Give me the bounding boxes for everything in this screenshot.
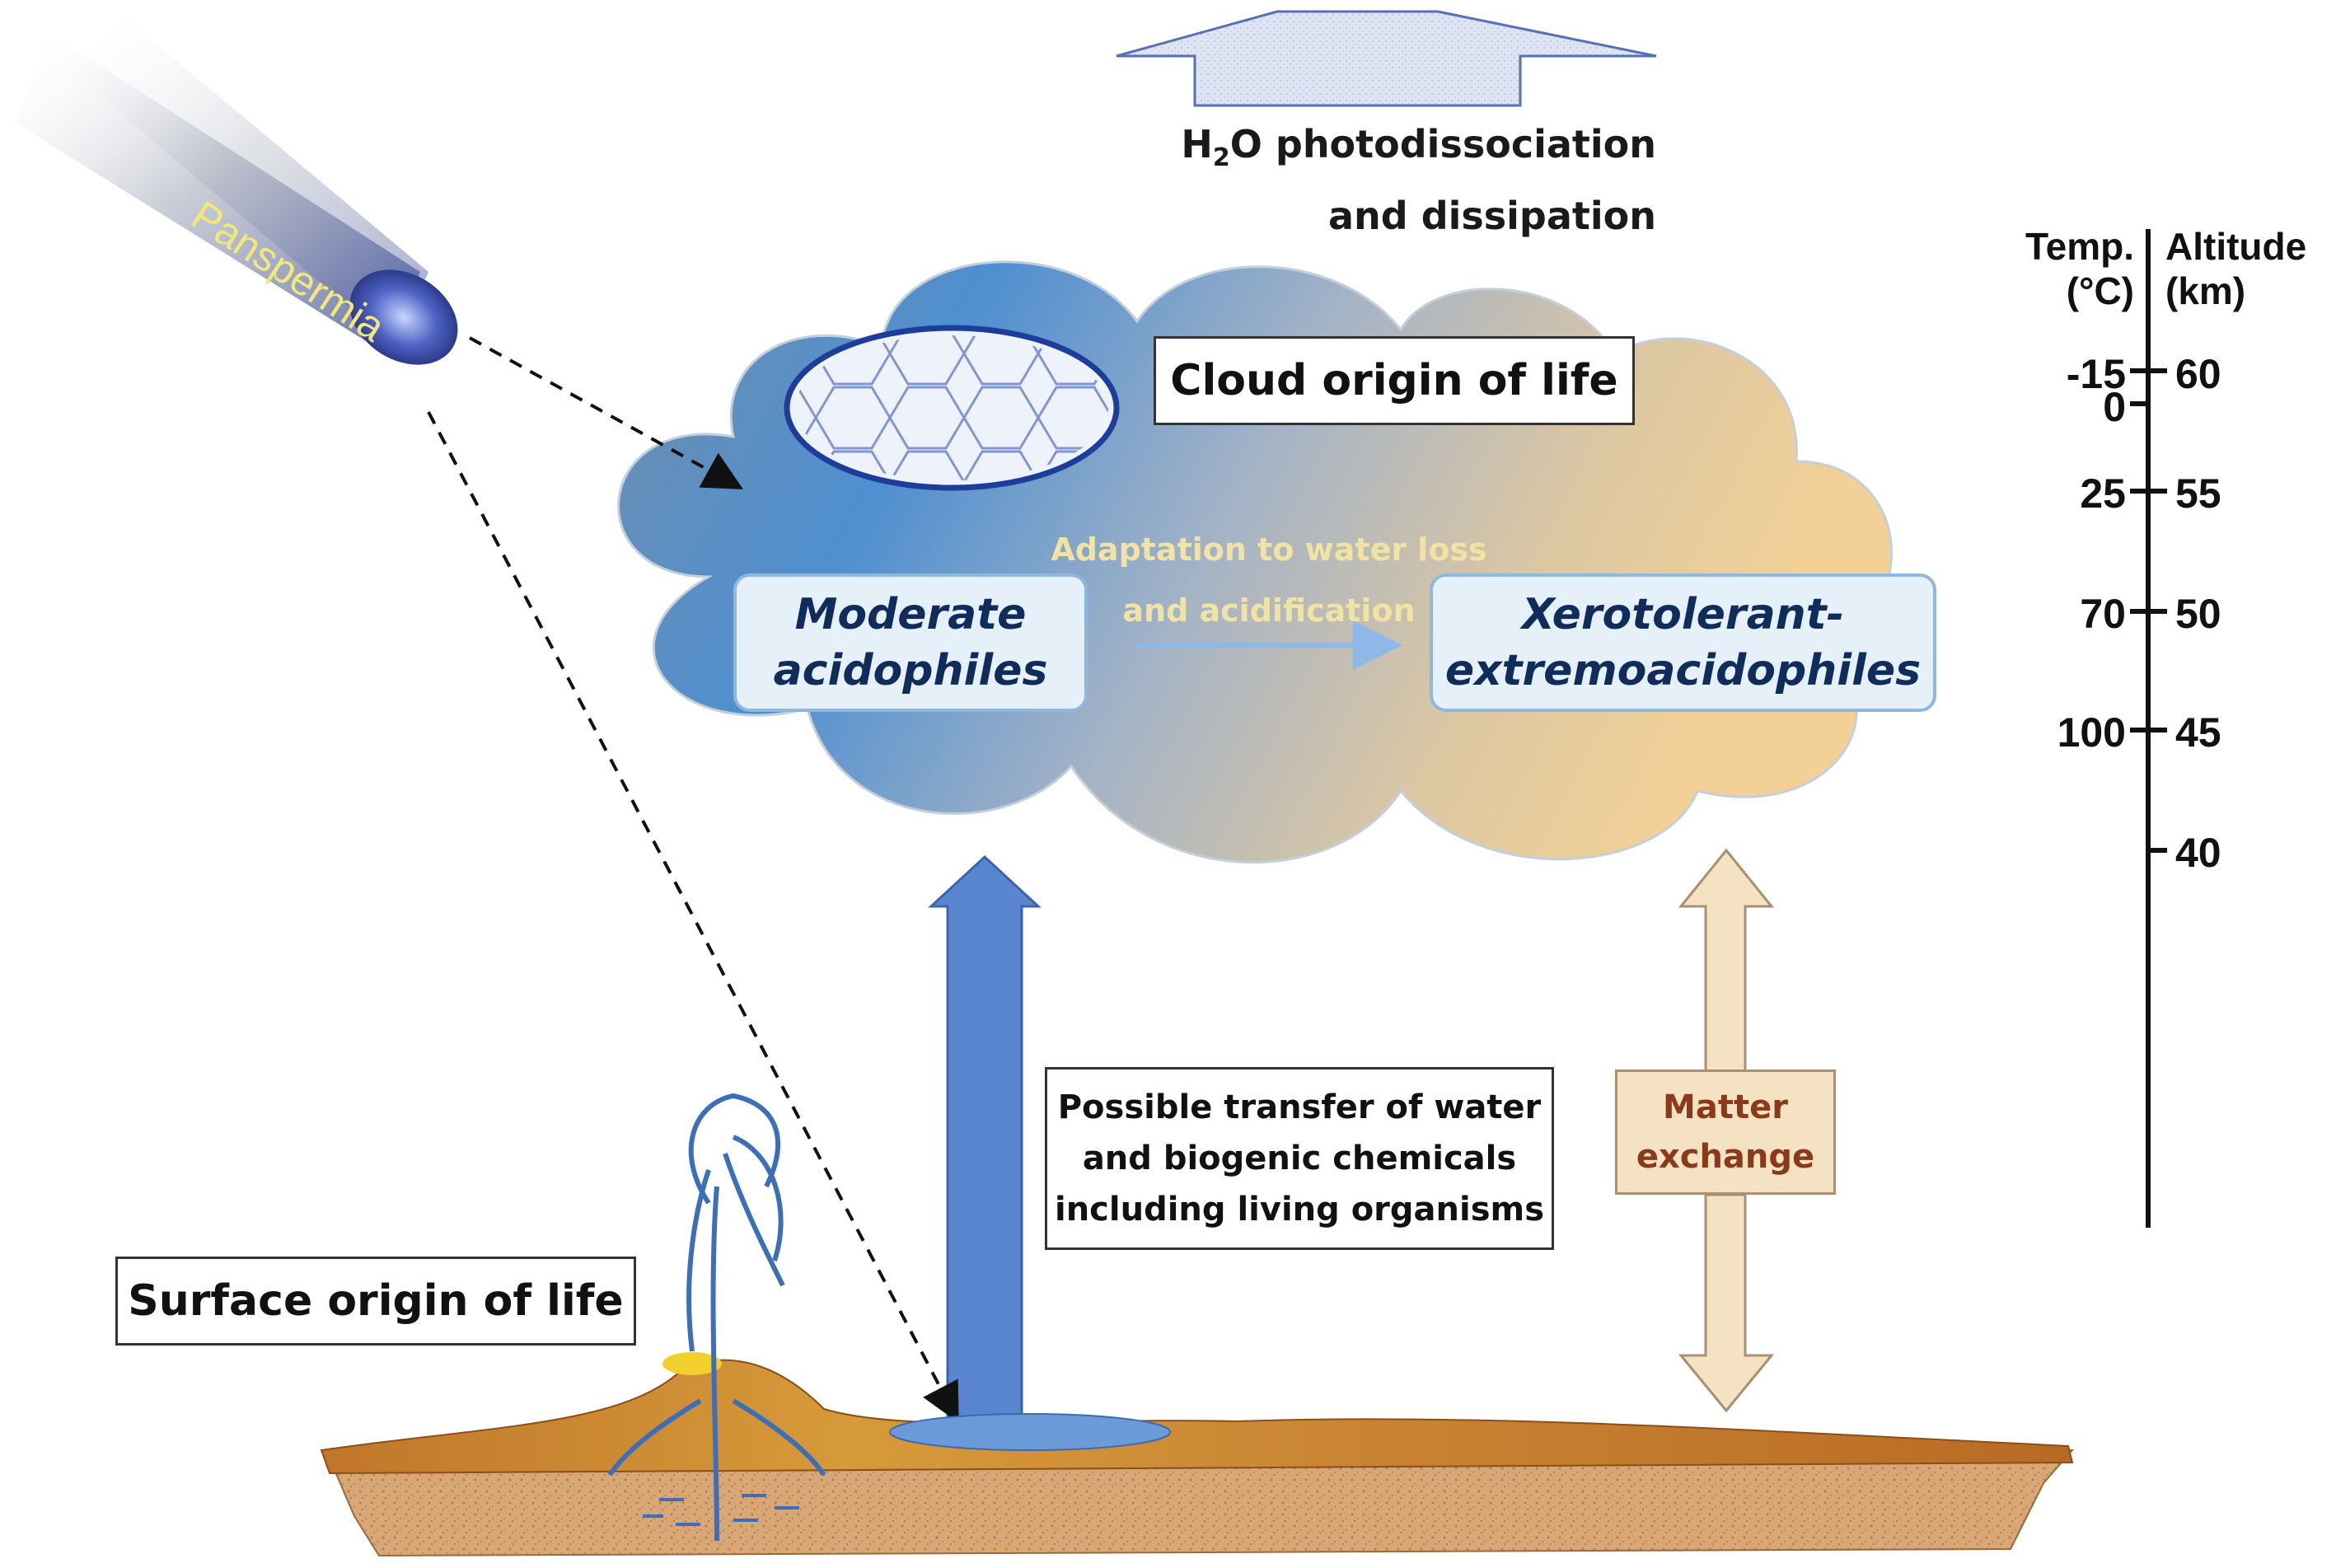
- cloud-origin-title: Cloud origin of life: [1154, 336, 1635, 425]
- altitude-tick-label: 45: [2175, 709, 2221, 756]
- altitude-tick-label: 40: [2175, 830, 2221, 876]
- cell-membrane-illustration: [784, 325, 1120, 491]
- geyser-illustration: [607, 1093, 826, 1542]
- photodissociation-label: H2O photodissociation and dissipation: [1181, 122, 1656, 239]
- groundwater-dashes: [643, 1494, 799, 1526]
- temp-tick-label: 25: [2080, 470, 2126, 517]
- altitude-tick-label: 60: [2175, 351, 2221, 397]
- xerotolerant-box: Xerotolerant-extremoacidophiles: [1430, 573, 1936, 712]
- temp-tick-label: 100: [2057, 709, 2126, 756]
- panspermia-path-to-surface: [427, 411, 959, 1424]
- adaptation-label: Adaptation to water loss and acidificati…: [1051, 531, 1487, 629]
- temp-header: Temp.(°C): [2025, 225, 2134, 312]
- altitude-header: Altitude(km): [2165, 225, 2307, 312]
- ground-surface: [320, 1352, 2075, 1557]
- temp-tick-label: 0: [2103, 384, 2126, 430]
- photodissociation-arrow: [1116, 10, 1657, 107]
- surface-origin-title: Surface origin of life: [115, 1257, 636, 1346]
- temp-tick-label: 70: [2080, 591, 2126, 637]
- panspermia-comet: [16, 16, 458, 365]
- transfer-arrow-up: [928, 854, 1042, 1435]
- altitude-tick-label: 50: [2175, 591, 2221, 637]
- panspermia-path-to-cloud: [469, 336, 743, 489]
- altitude-tick-label: 55: [2175, 470, 2221, 517]
- temp-altitude-scale: [2130, 229, 2167, 1228]
- temp-tick-label: -15: [2066, 351, 2126, 397]
